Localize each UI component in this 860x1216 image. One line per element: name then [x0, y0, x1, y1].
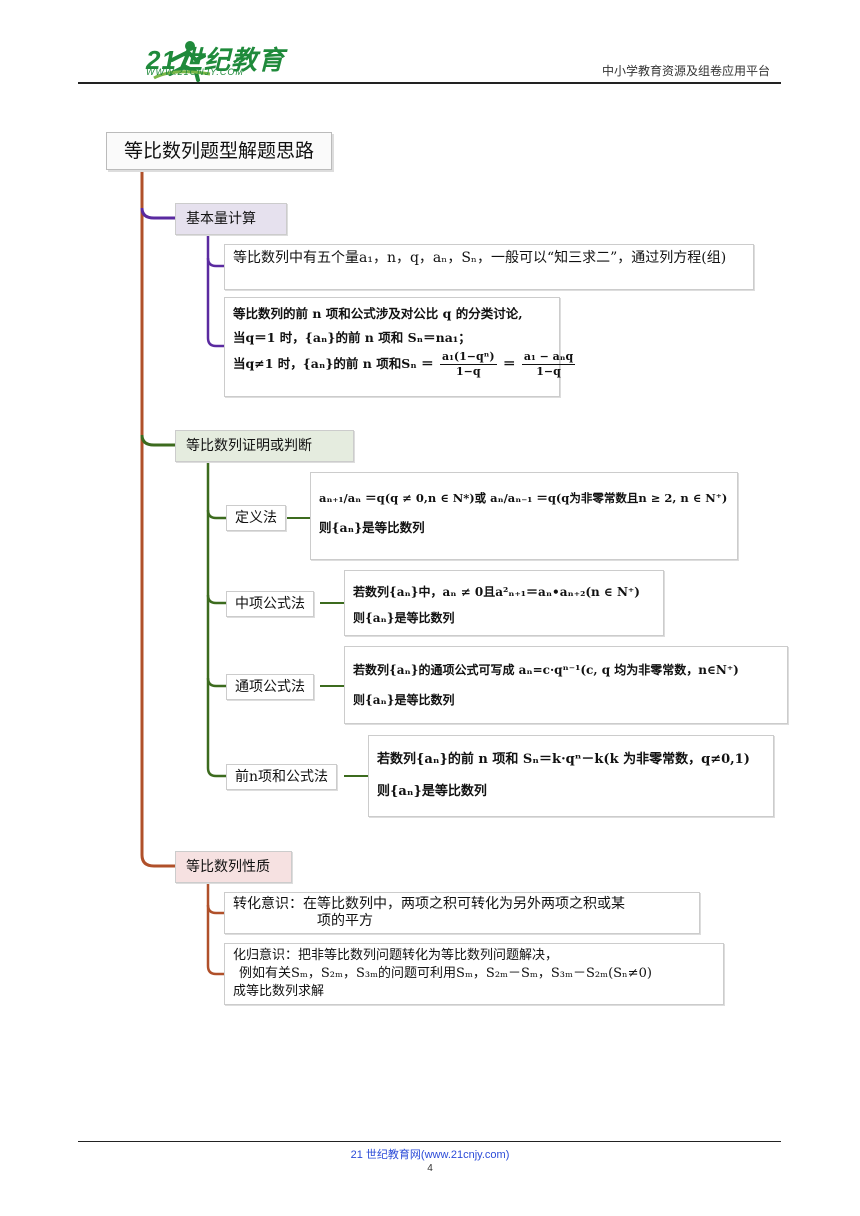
method-middle-term-box: 若数列{aₙ}中，aₙ ≠ 0且a²ₙ₊₁＝aₙ•aₙ₊₂(n ∈ N⁺) 则{… — [344, 570, 664, 636]
method-middle-term-line1: 若数列{aₙ}中，aₙ ≠ 0且a²ₙ₊₁＝aₙ•aₙ₊₂(n ∈ N⁺) — [353, 585, 640, 599]
fraction-1-denominator: 1−q — [455, 365, 481, 378]
fraction-2-numerator: a₁ − aₙq — [521, 350, 576, 365]
method-definition-box: aₙ₊₁/aₙ ＝q(q ≠ 0,n ∈ N*)或 aₙ/aₙ₋₁ ＝q(q为非… — [310, 472, 738, 560]
note-sum-formula: 等比数列的前 n 项和公式涉及对公比 q 的分类讨论, 当q＝1 时，{aₙ}的… — [224, 297, 576, 397]
footer-divider — [78, 1141, 781, 1142]
method-definition: 定义法 — [226, 505, 286, 531]
method-middle-term-line2: 则{aₙ}是等比数列 — [353, 611, 455, 625]
method-general-term-line1: 若数列{aₙ}的通项公式可写成 aₙ=c·qⁿ⁻¹(c, q 均为非零常数，n∈… — [353, 663, 739, 677]
logo-runner-icon — [153, 41, 211, 82]
method-partial-sum-line2: 则{aₙ}是等比数列 — [377, 784, 487, 799]
header-divider — [78, 82, 781, 84]
note-reduction: 化归意识：把非等比数列问题转化为等比数列问题解决， 例如有关Sₘ，S₂ₘ，S₃ₘ… — [224, 943, 724, 1005]
method-definition-line1: aₙ₊₁/aₙ ＝q(q ≠ 0,n ∈ N*)或 aₙ/aₙ₋₁ ＝q(q为非… — [319, 491, 728, 505]
mindmap-connectors — [140, 168, 368, 976]
branch-properties: 等比数列性质 — [175, 851, 292, 883]
note-transformation-line1: 转化意识：在等比数列中，两项之积可转化为另外两项之积或某 — [233, 896, 625, 912]
note-five-quantities: 等比数列中有五个量a₁，n，q，aₙ，Sₙ，一般可以“知三求二”，通过列方程(组… — [224, 244, 754, 290]
logo-text: 21世纪教育 — [146, 45, 285, 75]
note-reduction-line2: 例如有关Sₘ，S₂ₘ，S₃ₘ的问题可利用Sₘ，S₂ₘ－Sₘ，S₃ₘ－S₂ₘ(Sₙ… — [239, 966, 652, 981]
branch-proof-judgement: 等比数列证明或判断 — [175, 430, 354, 462]
equals-sign: ＝ — [502, 356, 516, 371]
fraction-sum-1: a₁(1−qⁿ) 1−q — [439, 350, 497, 379]
method-general-term-line2: 则{aₙ}是等比数列 — [353, 693, 455, 707]
fraction-sum-2: a₁ − aₙq 1−q — [521, 350, 576, 379]
fraction-2-denominator: 1−q — [536, 365, 561, 378]
note-transformation-line2: 项的平方 — [317, 913, 373, 929]
method-definition-line2: 则{aₙ}是等比数列 — [319, 520, 425, 535]
note-sum-line3: 当q≠1 时，{aₙ}的前 n 项和Sₙ ＝ a₁(1−qⁿ) 1−q ＝ a₁… — [233, 350, 576, 379]
header-platform-text: 中小学教育资源及组卷应用平台 — [601, 64, 770, 78]
footer-site-link[interactable]: 21 世纪教育网(www.21cnjy.com) — [350, 1149, 510, 1161]
note-reduction-line1: 化归意识：把非等比数列问题转化为等比数列问题解决， — [233, 948, 559, 963]
method-general-term-box: 若数列{aₙ}的通项公式可写成 aₙ=c·qⁿ⁻¹(c, q 均为非零常数，n∈… — [344, 646, 788, 724]
note-sum-line2: 当q＝1 时，{aₙ}的前 n 项和 Sₙ＝na₁； — [233, 330, 471, 345]
logo-subtext: WWW.21CNJY.COM — [146, 67, 244, 77]
method-partial-sum-box: 若数列{aₙ}的前 n 项和 Sₙ＝k·qⁿ－k(k 为非零常数，q≠0,1) … — [368, 735, 774, 817]
note-five-quantities-text: 等比数列中有五个量a₁，n，q，aₙ，Sₙ，一般可以“知三求二”，通过列方程(组… — [233, 250, 727, 266]
page-number: 4 — [427, 1163, 433, 1174]
mindmap-root-title: 等比数列题型解题思路 — [106, 132, 332, 170]
note-reduction-line3: 成等比数列求解 — [233, 984, 325, 999]
method-partial-sum-line1: 若数列{aₙ}的前 n 项和 Sₙ＝k·qⁿ－k(k 为非零常数，q≠0,1) — [377, 752, 750, 767]
method-middle-term: 中项公式法 — [226, 591, 314, 617]
method-general-term: 通项公式法 — [226, 674, 314, 700]
branch-basic-calculation: 基本量计算 — [175, 203, 287, 235]
method-partial-sum: 前n项和公式法 — [226, 764, 338, 790]
note-sum-line3-text: 当q≠1 时，{aₙ}的前 n 项和Sₙ ＝ — [233, 356, 434, 371]
note-transformation: 转化意识：在等比数列中，两项之积可转化为另外两项之积或某 项的平方 — [224, 892, 700, 934]
note-sum-line1: 等比数列的前 n 项和公式涉及对公比 q 的分类讨论, — [233, 306, 523, 321]
fraction-1-numerator: a₁(1−qⁿ) — [439, 350, 497, 365]
